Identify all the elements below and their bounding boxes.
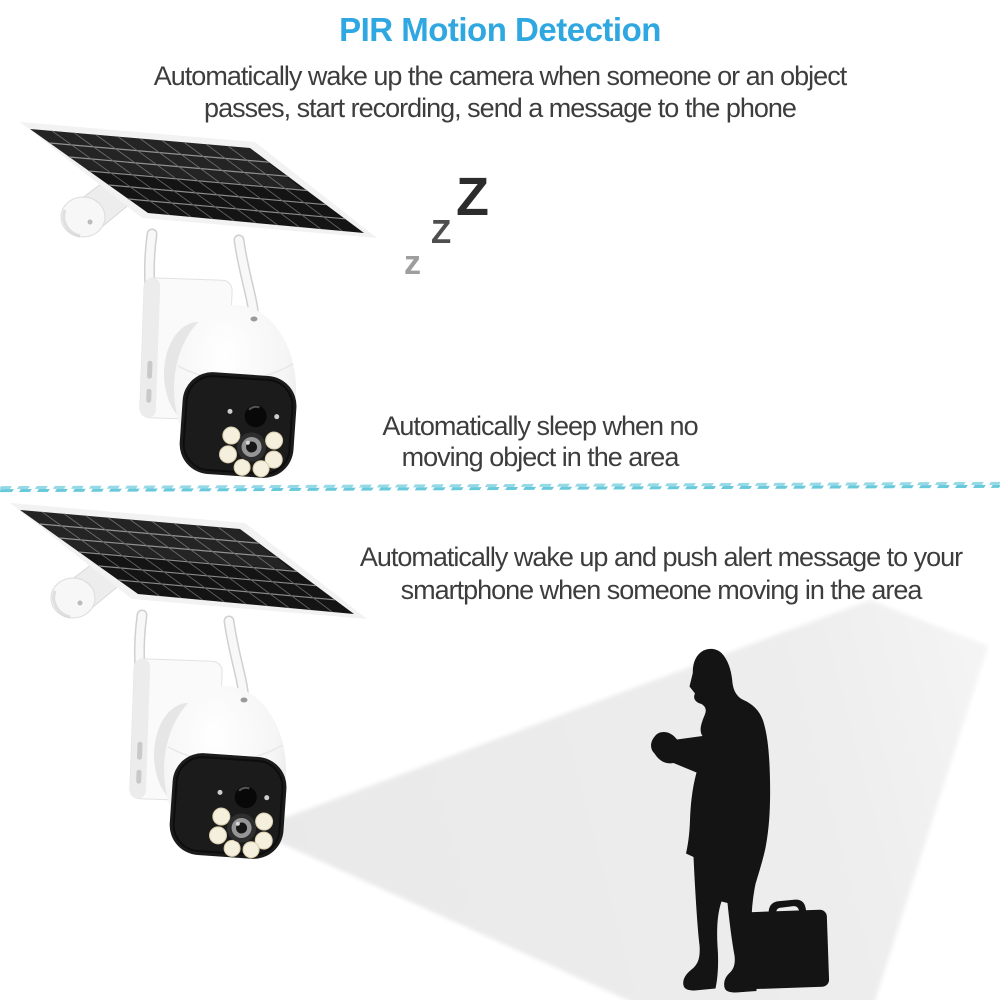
alert-caption: Automatically wake up and push alert mes… bbox=[331, 541, 991, 607]
sleep-z-medium: Z bbox=[431, 213, 452, 250]
sleep-caption-line-1: Automatically sleep when no bbox=[382, 411, 698, 441]
alert-caption-line-1: Automatically wake up and push alert mes… bbox=[359, 542, 963, 572]
sleep-z-small: z bbox=[404, 244, 421, 282]
subtitle-line-2: passes, start recording, send a message … bbox=[204, 93, 797, 123]
person-silhouette bbox=[651, 648, 771, 993]
briefcase bbox=[739, 899, 830, 990]
sleep-z-large: Z bbox=[456, 167, 489, 227]
alert-caption-line-2: smartphone when someone moving in the ar… bbox=[400, 575, 923, 605]
sleep-caption-line-2: moving object in the area bbox=[401, 442, 680, 472]
sleep-caption: Automatically sleep when no moving objec… bbox=[330, 411, 750, 473]
page-title: PIR Motion Detection bbox=[339, 11, 661, 48]
subtitle-line-1: Automatically wake up the camera when so… bbox=[153, 61, 847, 91]
solar-camera-illustration-bottom bbox=[0, 495, 382, 865]
header: PIR Motion Detection Automatically wake … bbox=[0, 10, 1000, 124]
subtitle: Automatically wake up the camera when so… bbox=[0, 60, 1000, 124]
